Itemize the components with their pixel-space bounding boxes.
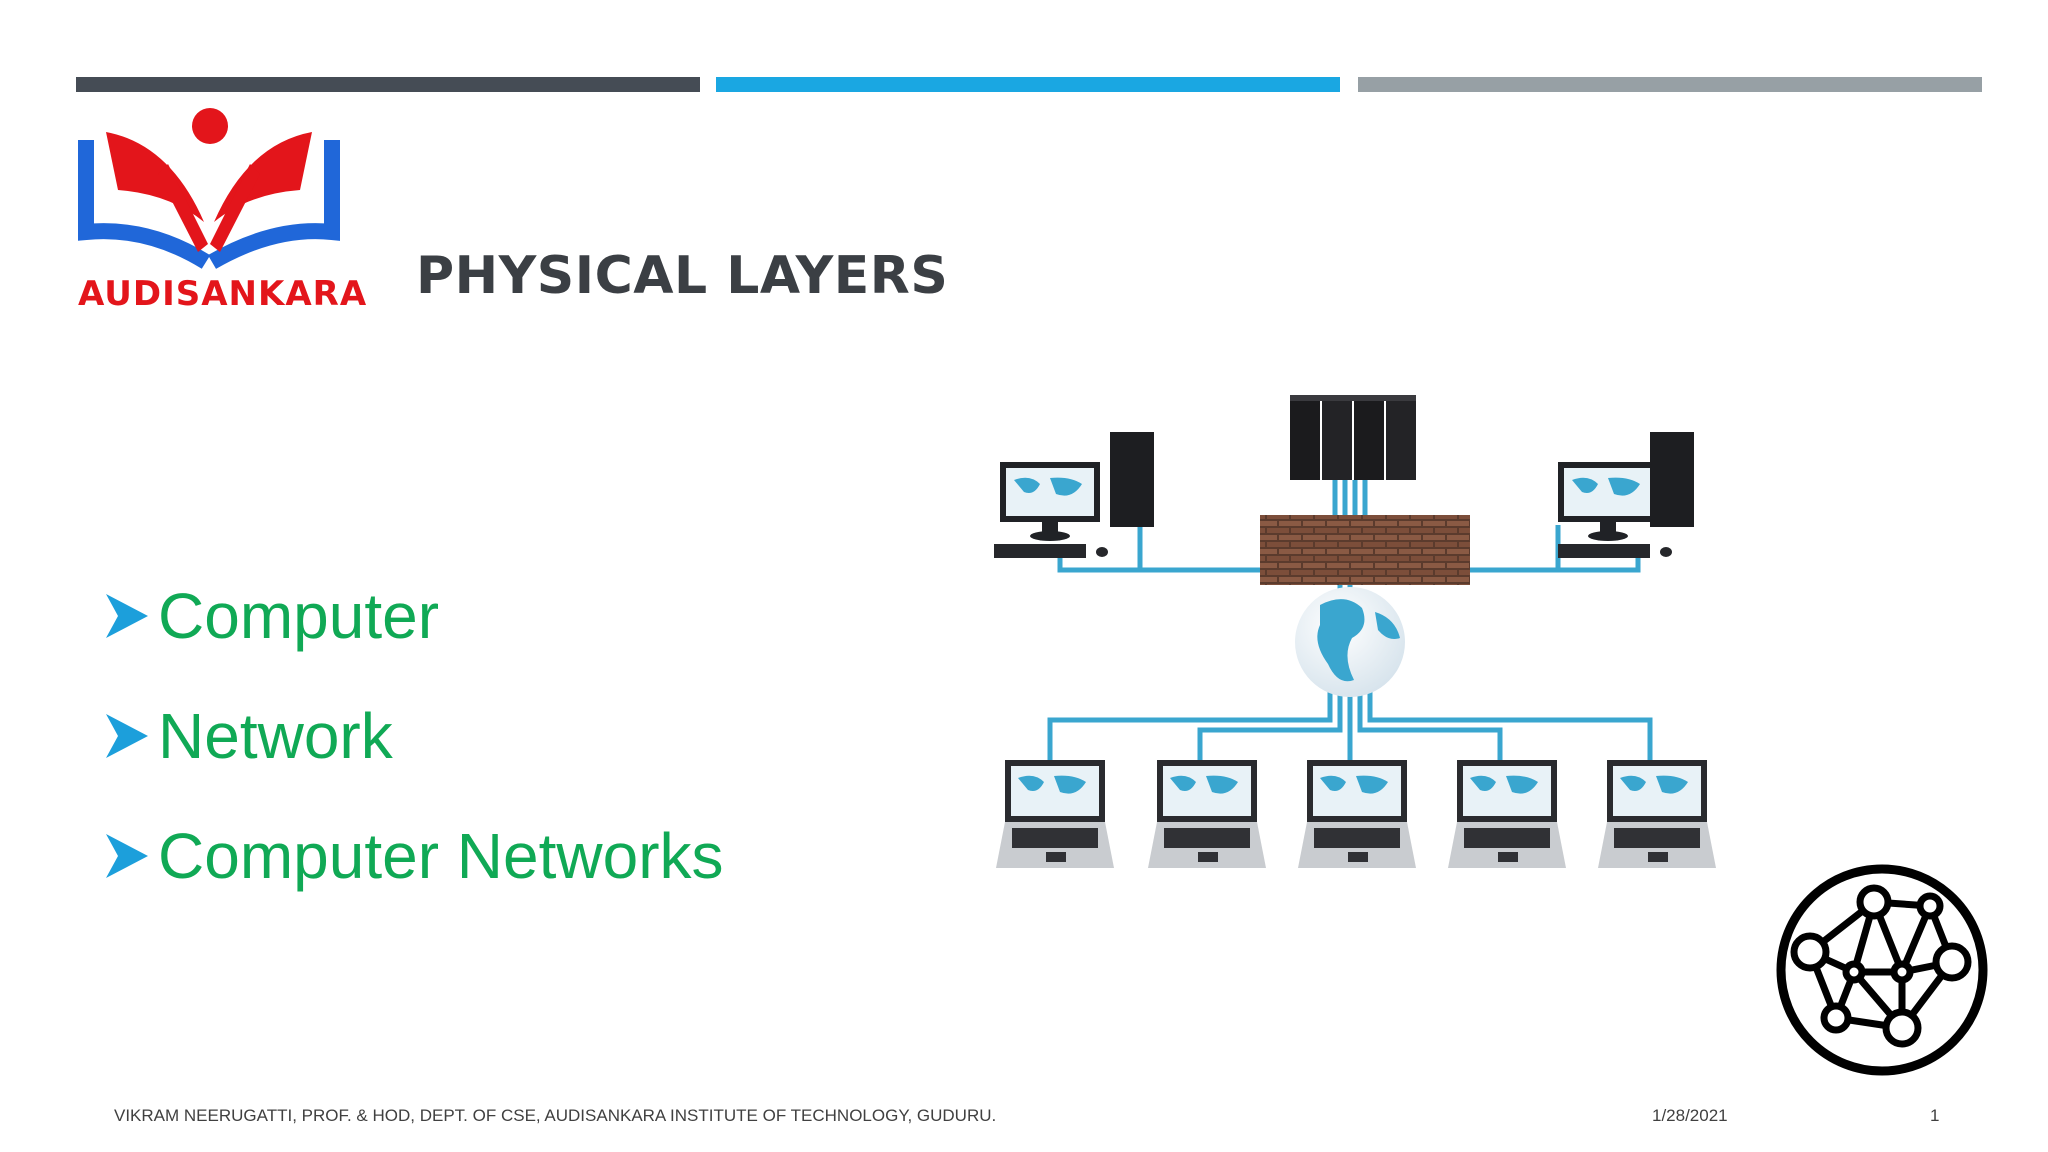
server-rack xyxy=(1290,395,1416,480)
footer-author: VIKRAM NEERUGATTI, PROF. & HOD, DEPT. OF… xyxy=(114,1106,997,1125)
bullet-text-network: Network xyxy=(158,700,393,772)
bullet-text-computer: Computer xyxy=(158,580,439,652)
list-item: Computer xyxy=(104,556,724,676)
logo-emblem-icon xyxy=(78,108,340,269)
laptop-3 xyxy=(1298,760,1416,868)
laptop-5 xyxy=(1598,760,1716,868)
accent-bar-blue xyxy=(716,77,1340,92)
slide-title: PHYSICAL LAYERS xyxy=(416,246,949,306)
network-globe-icon xyxy=(1776,864,1988,1076)
audisankara-logo: AUDISANKARA xyxy=(78,104,368,314)
accent-bar-gray xyxy=(1358,77,1982,92)
arrow-bullet-icon xyxy=(106,834,148,878)
bullet-list: Computer Network Computer Networks xyxy=(104,556,724,916)
list-item: Network xyxy=(104,676,724,796)
firewall-brick-wall xyxy=(1260,515,1470,585)
list-item: Computer Networks xyxy=(104,796,724,916)
accent-bar-dark xyxy=(76,77,700,92)
desktop-computer-left xyxy=(994,432,1154,558)
arrow-bullet-icon xyxy=(106,594,148,638)
laptop-4 xyxy=(1448,760,1566,868)
network-cables xyxy=(1047,480,1653,760)
desktop-computer-right xyxy=(1558,432,1694,558)
globe-icon xyxy=(1295,587,1405,697)
page-number: 1 xyxy=(1930,1106,1940,1125)
arrow-bullet-icon xyxy=(106,714,148,758)
bullet-text-computer-networks: Computer Networks xyxy=(158,820,724,892)
footer-date: 1/28/2021 xyxy=(1652,1106,1728,1125)
laptop-2 xyxy=(1148,760,1266,868)
logo-text: AUDISANKARA xyxy=(78,274,368,314)
laptop-1 xyxy=(996,760,1114,868)
network-diagram-illustration xyxy=(994,395,1716,868)
